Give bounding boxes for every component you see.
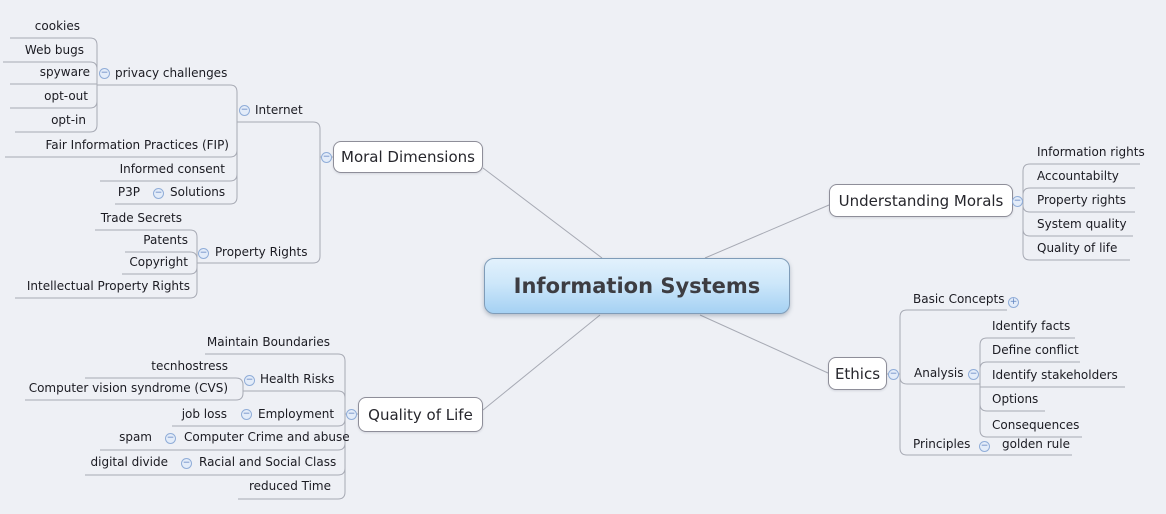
- node-computer-vision-syndrome[interactable]: Computer vision syndrome (CVS): [28, 381, 228, 395]
- node-job-loss[interactable]: job loss: [181, 407, 227, 421]
- central-topic-information-systems[interactable]: Information Systems: [484, 258, 790, 314]
- node-privacy-challenges[interactable]: privacy challenges: [115, 66, 228, 80]
- node-computer-crime-and-abuse[interactable]: Computer Crime and abuse: [184, 430, 350, 444]
- node-opt-in[interactable]: opt-in: [51, 113, 86, 127]
- node-intellectual-property-rights[interactable]: Intellectual Property Rights: [26, 279, 190, 293]
- node-moral-dimensions[interactable]: Moral Dimensions: [333, 141, 483, 173]
- node-trade-secrets[interactable]: Trade Secrets: [100, 211, 182, 225]
- node-web-bugs[interactable]: Web bugs: [24, 43, 84, 57]
- collapse-icon[interactable]: −: [968, 369, 979, 380]
- collapse-icon[interactable]: −: [99, 68, 110, 79]
- node-quality-of-life[interactable]: Quality of Life: [358, 397, 483, 432]
- node-spam[interactable]: spam: [119, 430, 152, 444]
- collapse-icon[interactable]: −: [198, 248, 209, 259]
- collapse-icon[interactable]: −: [346, 409, 357, 420]
- node-technostress[interactable]: tecnhostress: [151, 359, 228, 373]
- node-define-conflict[interactable]: Define conflict: [992, 343, 1079, 357]
- collapse-icon[interactable]: −: [153, 188, 164, 199]
- node-opt-out[interactable]: opt-out: [44, 89, 88, 103]
- node-options[interactable]: Options: [992, 392, 1039, 406]
- node-system-quality[interactable]: System quality: [1037, 217, 1127, 231]
- node-basic-concepts[interactable]: Basic Concepts: [913, 292, 1005, 306]
- collapse-icon[interactable]: −: [1012, 196, 1023, 207]
- node-maintain-boundaries[interactable]: Maintain Boundaries: [206, 335, 330, 349]
- collapse-icon[interactable]: −: [241, 409, 252, 420]
- node-consequences[interactable]: Consequences: [992, 418, 1080, 432]
- node-property-rights-item[interactable]: Property rights: [1037, 193, 1127, 207]
- node-health-risks[interactable]: Health Risks: [260, 372, 335, 386]
- node-informed-consent[interactable]: Informed consent: [119, 162, 225, 176]
- node-information-rights[interactable]: Information rights: [1037, 145, 1145, 159]
- node-analysis[interactable]: Analysis: [914, 366, 964, 380]
- node-spyware[interactable]: spyware: [39, 65, 90, 79]
- node-golden-rule[interactable]: golden rule: [1002, 437, 1070, 451]
- node-fip[interactable]: Fair Information Practices (FIP): [45, 138, 229, 152]
- node-internet[interactable]: Internet: [255, 103, 303, 117]
- collapse-icon[interactable]: −: [239, 105, 250, 116]
- node-reduced-time[interactable]: reduced Time: [248, 479, 331, 493]
- node-solutions[interactable]: Solutions: [170, 185, 226, 199]
- node-property-rights[interactable]: Property Rights: [215, 245, 308, 259]
- node-employment[interactable]: Employment: [258, 407, 335, 421]
- expand-icon[interactable]: +: [1008, 297, 1019, 308]
- node-understanding-morals[interactable]: Understanding Morals: [829, 184, 1013, 217]
- node-cookies[interactable]: cookies: [34, 19, 80, 33]
- node-patents[interactable]: Patents: [143, 233, 188, 247]
- node-principles[interactable]: Principles: [913, 437, 971, 451]
- node-copyright[interactable]: Copyright: [129, 255, 188, 269]
- collapse-icon[interactable]: −: [888, 369, 899, 380]
- node-digital-divide[interactable]: digital divide: [90, 455, 169, 469]
- collapse-icon[interactable]: −: [979, 441, 990, 452]
- node-identify-facts[interactable]: Identify facts: [992, 319, 1071, 333]
- node-accountability[interactable]: Accountabilty: [1037, 169, 1119, 183]
- collapse-icon[interactable]: −: [244, 375, 255, 386]
- collapse-icon[interactable]: −: [181, 458, 192, 469]
- node-p3p[interactable]: P3P: [117, 185, 140, 199]
- node-quality-of-life-item[interactable]: Quality of life: [1037, 241, 1118, 255]
- node-racial-and-social-class[interactable]: Racial and Social Class: [199, 455, 337, 469]
- collapse-icon[interactable]: −: [321, 152, 332, 163]
- node-identify-stakeholders[interactable]: Identify stakeholders: [992, 368, 1118, 382]
- node-ethics[interactable]: Ethics: [828, 357, 887, 390]
- collapse-icon[interactable]: −: [165, 433, 176, 444]
